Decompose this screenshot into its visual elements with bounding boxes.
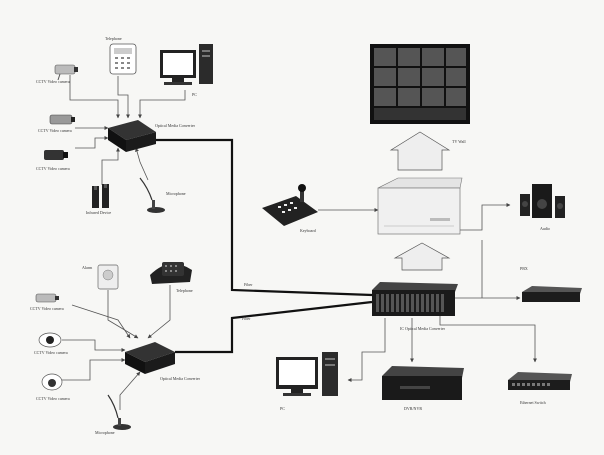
line-pc-to-converter	[138, 90, 186, 119]
line-matrix-to-audio	[458, 203, 511, 231]
arrow-to-tv-wall	[389, 131, 451, 171]
line-cam3-to-converter	[75, 136, 109, 149]
line-telephone-to-converter	[117, 76, 130, 119]
optical-converter-top-icon	[108, 120, 156, 152]
label-pbx: PBX	[520, 266, 528, 271]
line-cam-b2-to-converter	[62, 339, 126, 352]
tv-wall-icon	[370, 44, 470, 124]
label-infrared: Infrared Device	[86, 210, 111, 215]
optical-converter-main-icon	[372, 282, 458, 316]
label-fiber-bottom: Fiber	[242, 316, 251, 321]
line-converter-to-switch	[439, 312, 537, 363]
telephone-top-icon	[109, 43, 137, 75]
fiber-top	[155, 138, 373, 297]
pc-top-icon	[160, 44, 213, 85]
fiber-bottom	[175, 300, 373, 354]
line-infrared-to-converter	[101, 147, 120, 185]
arrow-to-matrix	[393, 242, 451, 271]
pc-bottom-icon	[276, 352, 338, 396]
label-cam2-bottom: CCTV Video camera	[34, 350, 68, 355]
label-tv-wall: TV Wall	[452, 139, 467, 144]
optical-converter-bottom-icon	[125, 342, 175, 374]
alarm-icon	[97, 264, 119, 290]
label-pc-bottom: PC	[280, 406, 285, 411]
line-alarm-to-converter	[107, 290, 139, 339]
cctv-camera-top-3-icon	[44, 150, 68, 160]
connection-lines	[62, 75, 537, 410]
label-alarm: Alarm	[82, 265, 93, 270]
label-cam3-top: CCTV Video camera	[36, 166, 70, 171]
ethernet-switch-icon	[508, 372, 572, 390]
fiber-lines	[155, 138, 373, 354]
cctv-camera-bottom-3-icon	[41, 373, 63, 391]
keyboard-icon	[262, 184, 318, 226]
label-cam3-bottom: CCTV Video camera	[36, 396, 70, 401]
infrared-device-icon	[92, 184, 109, 208]
label-fiber-top: Fiber	[244, 282, 253, 287]
line-telephone-b-to-converter	[147, 285, 171, 339]
cctv-camera-bottom-1-icon	[35, 293, 59, 303]
line-cam-b3-to-converter	[62, 358, 126, 381]
audio-speakers-icon	[520, 184, 565, 218]
label-microphone-bottom: Microphone	[95, 430, 115, 435]
label-converter-bottom: Optical Media Converter	[160, 376, 201, 381]
telephone-bottom-icon	[150, 262, 192, 284]
label-microphone-top: Microphone	[166, 191, 186, 196]
label-telephone-bottom: Telephone	[176, 288, 193, 293]
line-cam-b1-to-converter	[71, 304, 131, 339]
label-audio: Audio	[540, 226, 550, 231]
line-cam1-to-converter	[69, 75, 120, 119]
video-matrix-icon	[377, 177, 463, 235]
label-converter-main: IC Optical Media Converter	[400, 326, 446, 331]
label-keyboard: Keyboard	[300, 228, 316, 233]
microphone-bottom-icon	[107, 394, 131, 430]
microphone-top-icon	[139, 177, 165, 213]
pbx-icon	[522, 286, 582, 302]
label-cam1-top: CCTV Video camera	[36, 79, 70, 84]
label-telephone-top: Telephone	[105, 36, 122, 41]
cctv-camera-top-1-icon	[54, 64, 78, 81]
dvr-icon	[382, 366, 464, 400]
label-pc-top: PC	[192, 92, 197, 97]
cctv-camera-top-2-icon	[49, 114, 75, 125]
line-microphone-to-converter	[135, 147, 149, 181]
line-microphone-b-to-converter	[119, 371, 141, 410]
label-ethernet-switch: Ethernet Switch	[520, 400, 546, 405]
line-converter-to-pc	[347, 318, 386, 382]
label-dvr: DVR/NVR	[404, 406, 422, 411]
label-converter-top: Optical Media Converter	[155, 123, 196, 128]
label-cam1-bottom: CCTV Video camera	[30, 306, 64, 311]
cctv-camera-bottom-2-icon	[38, 332, 62, 348]
label-cam2-top: CCTV Video camera	[38, 128, 72, 133]
